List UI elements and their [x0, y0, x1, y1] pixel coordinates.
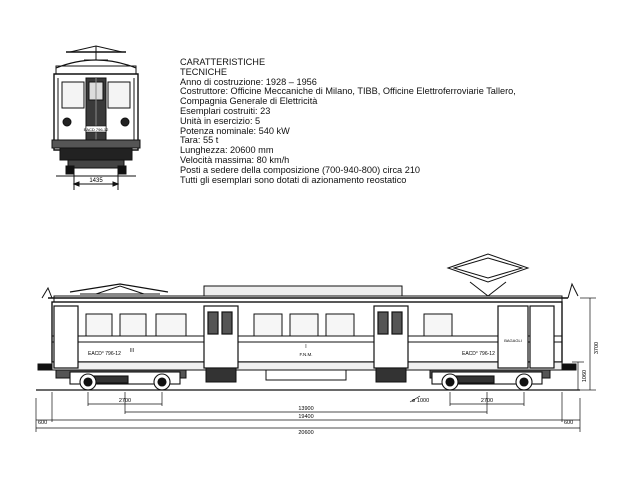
dim-height-total: 3700 [594, 342, 600, 354]
spec-length: Lunghezza: 20600 mm [180, 145, 274, 156]
side-plate-right: EACD° 796-12 [462, 351, 495, 357]
spec-tare: Tara: 55 t [180, 135, 219, 146]
spec-power: Potenza nominale: 540 kW [180, 125, 290, 136]
dim-bogie-left: 2700 [119, 398, 131, 404]
dim-bogie-right: 2700 [481, 398, 493, 404]
technical-specs: CARATTERISTICHE TECNICHE Anno di costruz… [180, 57, 600, 185]
side-plate-left: EACD° 796-12 [88, 351, 121, 357]
spec-heading-1: CARATTERISTICHE [180, 57, 266, 67]
spec-heading-2: TECNICHE [180, 66, 227, 77]
dim-wheel: ø 1000 [412, 398, 429, 404]
class-label-center: I [305, 344, 306, 350]
front-plate [85, 125, 107, 133]
spec-year: Anno di costruzione: 1928 – 1956 [180, 76, 317, 87]
spec-seats: Posti a sedere della composizione (700-9… [180, 164, 421, 175]
baggage-label: BAGAGLI [504, 338, 522, 343]
class-label-left: III [130, 348, 134, 354]
gauge-label: 1435 [89, 178, 103, 184]
dim-overhang-right: 600 [564, 420, 573, 426]
dim-pivot: 13900 [298, 406, 313, 412]
spec-built: Esemplari costruiti: 23 [180, 105, 271, 116]
front-plate-text: EACD 796-12 [84, 127, 109, 132]
dim-height-floor: 1060 [582, 370, 588, 382]
dim-overall: 20600 [298, 430, 313, 436]
dim-overhang-left: 600 [38, 420, 47, 426]
spec-builder: Costruttore: Officine Meccaniche di Mila… [180, 86, 516, 107]
spec-rheostatic: Tutti gli esemplari sono dotati di azion… [180, 174, 407, 185]
spec-speed: Velocità massima: 80 km/h [180, 154, 290, 165]
dim-body: 19400 [298, 414, 313, 420]
spec-in-service: Unità in esercizio: 5 [180, 115, 261, 126]
operator-label: F.N.M. [300, 352, 313, 357]
